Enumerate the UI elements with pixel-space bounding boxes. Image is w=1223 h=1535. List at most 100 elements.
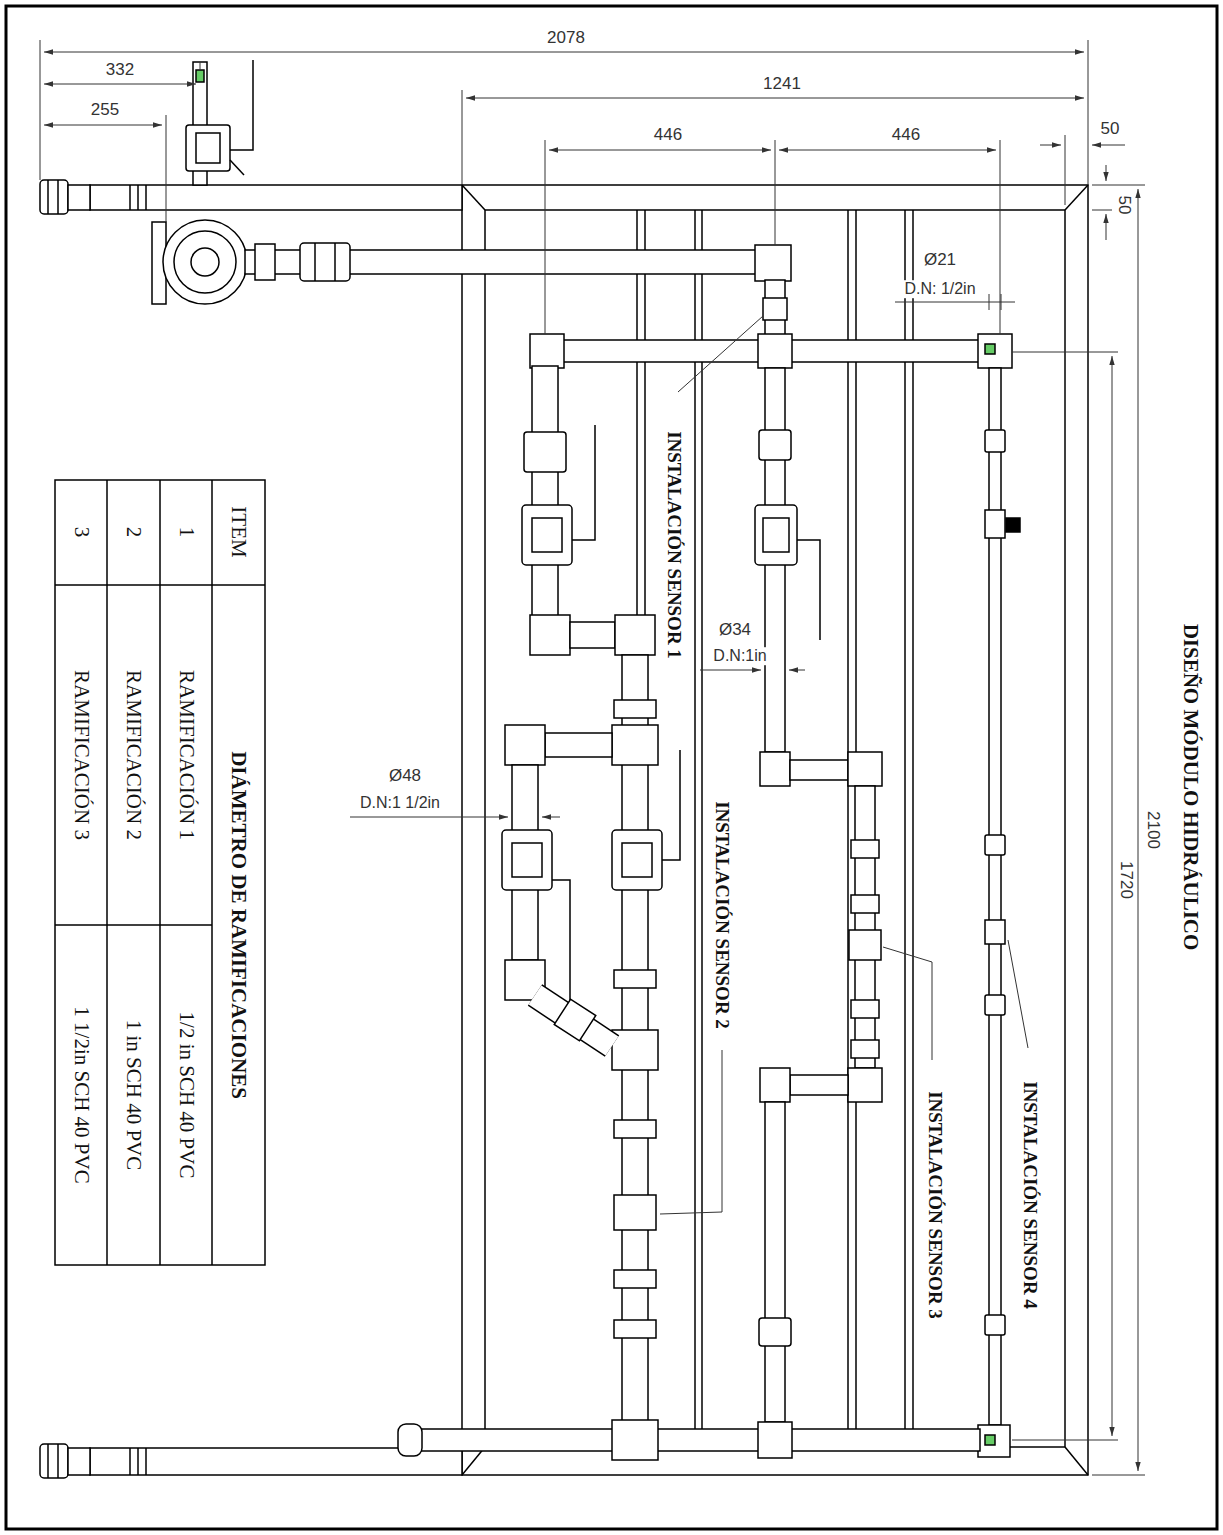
pipe-network xyxy=(849,930,881,960)
dimension-lines xyxy=(775,140,776,245)
diameter-label: Ø21 xyxy=(922,251,958,270)
pipe-network xyxy=(790,760,848,780)
frame xyxy=(485,210,1065,1447)
dimension-lines xyxy=(40,40,41,180)
table-cell: RAMIFICACIÓN 3 xyxy=(69,668,92,842)
pump xyxy=(174,231,236,293)
dimension-lines xyxy=(779,150,996,151)
table-cell: 1 xyxy=(174,525,197,540)
pipe-network xyxy=(985,1315,1005,1335)
pipe-network xyxy=(614,700,656,718)
pipe-network xyxy=(790,1075,848,1095)
dimension-text: 1720 xyxy=(1117,859,1136,901)
dimension-text: 446 xyxy=(652,126,684,145)
dimension-lines xyxy=(1001,294,1002,310)
dimension-text: 446 xyxy=(890,126,922,145)
pipe-network xyxy=(614,970,656,988)
table-cell: 1 in SCH 40 PVC xyxy=(121,1018,144,1173)
pipe-network xyxy=(614,1320,656,1338)
dimension-text: 50 xyxy=(1099,120,1122,139)
pipe-network xyxy=(612,1420,658,1460)
table-cell: 1/2 in SCH 40 PVC xyxy=(174,1010,197,1181)
dimension-lines xyxy=(549,150,771,151)
pipe-network xyxy=(763,518,789,552)
pipe-network xyxy=(524,432,566,472)
frame xyxy=(462,185,1088,1475)
pipe-network xyxy=(662,750,680,860)
rail xyxy=(57,1444,59,1478)
dimension-lines xyxy=(166,115,167,222)
table-grid xyxy=(55,480,265,1265)
pipe-network xyxy=(851,895,879,913)
rail xyxy=(57,180,59,214)
dimension-lines xyxy=(700,670,761,671)
pipe-network xyxy=(985,835,1005,855)
dimension-text: 50 xyxy=(1115,194,1134,217)
pipe-network xyxy=(554,999,595,1040)
dimension-lines xyxy=(542,817,560,818)
rail xyxy=(145,1448,147,1475)
dimension-lines xyxy=(466,98,1084,99)
leader-lines xyxy=(660,1050,722,1214)
rail xyxy=(47,180,49,214)
frame xyxy=(904,210,906,1447)
leader-lines xyxy=(1008,940,1028,1048)
pipe-network xyxy=(410,1429,980,1451)
dimension-lines xyxy=(200,62,201,70)
pipe-network xyxy=(985,1435,995,1445)
sheet-border xyxy=(6,6,1217,1529)
pipe-network xyxy=(851,840,879,858)
pipe-network xyxy=(758,334,792,368)
dimension-text: 2078 xyxy=(545,29,587,48)
dimension-lines xyxy=(1092,145,1125,146)
dimension-lines xyxy=(1112,356,1113,1436)
pipe-network xyxy=(505,725,545,765)
pump xyxy=(314,243,316,281)
pipe-network xyxy=(755,245,791,281)
rail xyxy=(68,185,90,210)
frame xyxy=(462,185,1088,1475)
pipe-network xyxy=(978,334,1012,368)
pipe-network xyxy=(535,995,612,1046)
pump xyxy=(163,220,247,304)
diameter-label: D.N:1 1/2in xyxy=(358,794,442,812)
frame xyxy=(847,210,849,1447)
pump xyxy=(186,125,230,171)
diameter-label: Ø48 xyxy=(387,767,423,786)
dimension-lines xyxy=(1092,1475,1145,1476)
table-cell: 1 1/2in SCH 40 PVC xyxy=(69,1004,92,1185)
table-grid xyxy=(211,480,213,1265)
pipe-network xyxy=(985,510,1005,538)
pipe-network xyxy=(398,245,1020,1460)
pipe-network xyxy=(755,505,797,565)
pipe-network xyxy=(760,1068,790,1102)
rail xyxy=(129,185,131,210)
rail xyxy=(40,180,68,214)
table-cell: ITEM xyxy=(226,504,249,559)
pipe-network xyxy=(855,786,875,1068)
frame xyxy=(462,185,485,210)
pump xyxy=(196,70,204,82)
pipe-network xyxy=(535,995,612,1046)
pipe-network xyxy=(612,1030,658,1070)
rail xyxy=(40,180,462,1478)
dimension-lines xyxy=(40,40,1145,1475)
frame xyxy=(694,210,696,1447)
pump xyxy=(230,60,253,150)
leader-lines xyxy=(678,316,763,392)
rail xyxy=(90,185,462,210)
pipe-network xyxy=(985,430,1005,452)
pipe-network xyxy=(545,733,612,757)
pipe-network xyxy=(985,995,1005,1015)
pipe-network xyxy=(763,298,787,320)
pipe-network xyxy=(532,366,558,618)
dimension-lines xyxy=(44,52,1084,53)
pipe-network xyxy=(512,843,542,877)
rail xyxy=(68,1448,90,1475)
dimension-lines xyxy=(1088,40,1089,185)
diameter-label: D.N:1in xyxy=(711,647,768,665)
pipe-network xyxy=(532,518,562,552)
pump xyxy=(334,243,336,281)
frame xyxy=(912,210,914,1447)
dimension-lines xyxy=(895,302,1015,303)
